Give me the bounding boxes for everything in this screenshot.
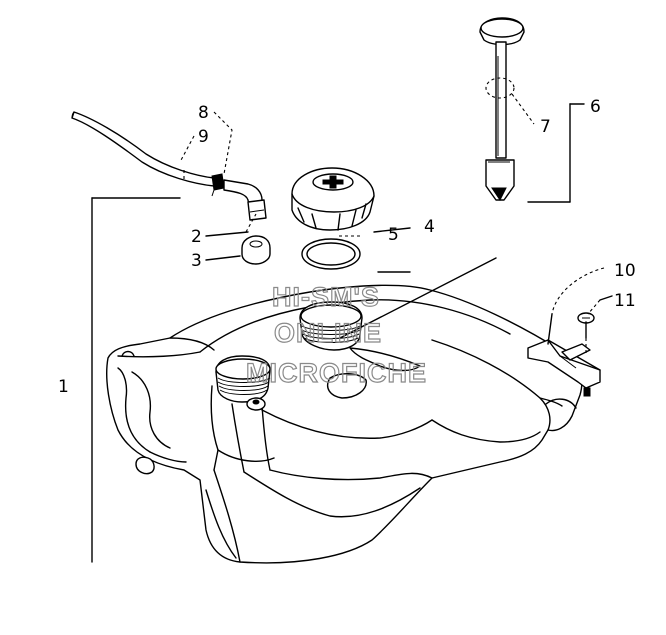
callout-1: 1 [58,377,69,397]
hose-clamp [211,173,225,197]
callout-5: 5 [388,225,399,245]
filler-neck [299,301,363,351]
vent-fitting [223,179,267,221]
watermark: HI-SM'S ONLINE MICROFICHE [245,281,427,388]
callout-9: 9 [198,127,209,147]
callout-4: 4 [424,217,435,237]
watermark-line-1: HI-SM'S [272,282,380,312]
callout-7: 7 [540,117,551,137]
watermark-line-3: MICROFICHE [246,358,427,388]
tank-bracket [527,313,601,397]
cap-gasket [301,238,361,270]
watermark-line-2: ONLINE [274,318,382,348]
sender-neck [215,355,271,411]
callout-2: 2 [191,227,202,247]
callout-8: 8 [198,103,209,123]
callout-11: 11 [614,291,636,311]
bracket-screw [577,312,595,354]
callout-numbers: 1 2 3 4 5 6 7 8 9 10 11 [58,97,636,397]
callout-10: 10 [614,261,636,281]
vent-hose [71,111,215,187]
fuel-tank [106,284,583,564]
callout-6: 6 [590,97,601,117]
fuel-cap [291,167,375,231]
leader-lines [91,93,613,563]
fuel-level-sender [479,17,525,201]
grommet [241,235,271,265]
callout-3: 3 [191,251,202,271]
